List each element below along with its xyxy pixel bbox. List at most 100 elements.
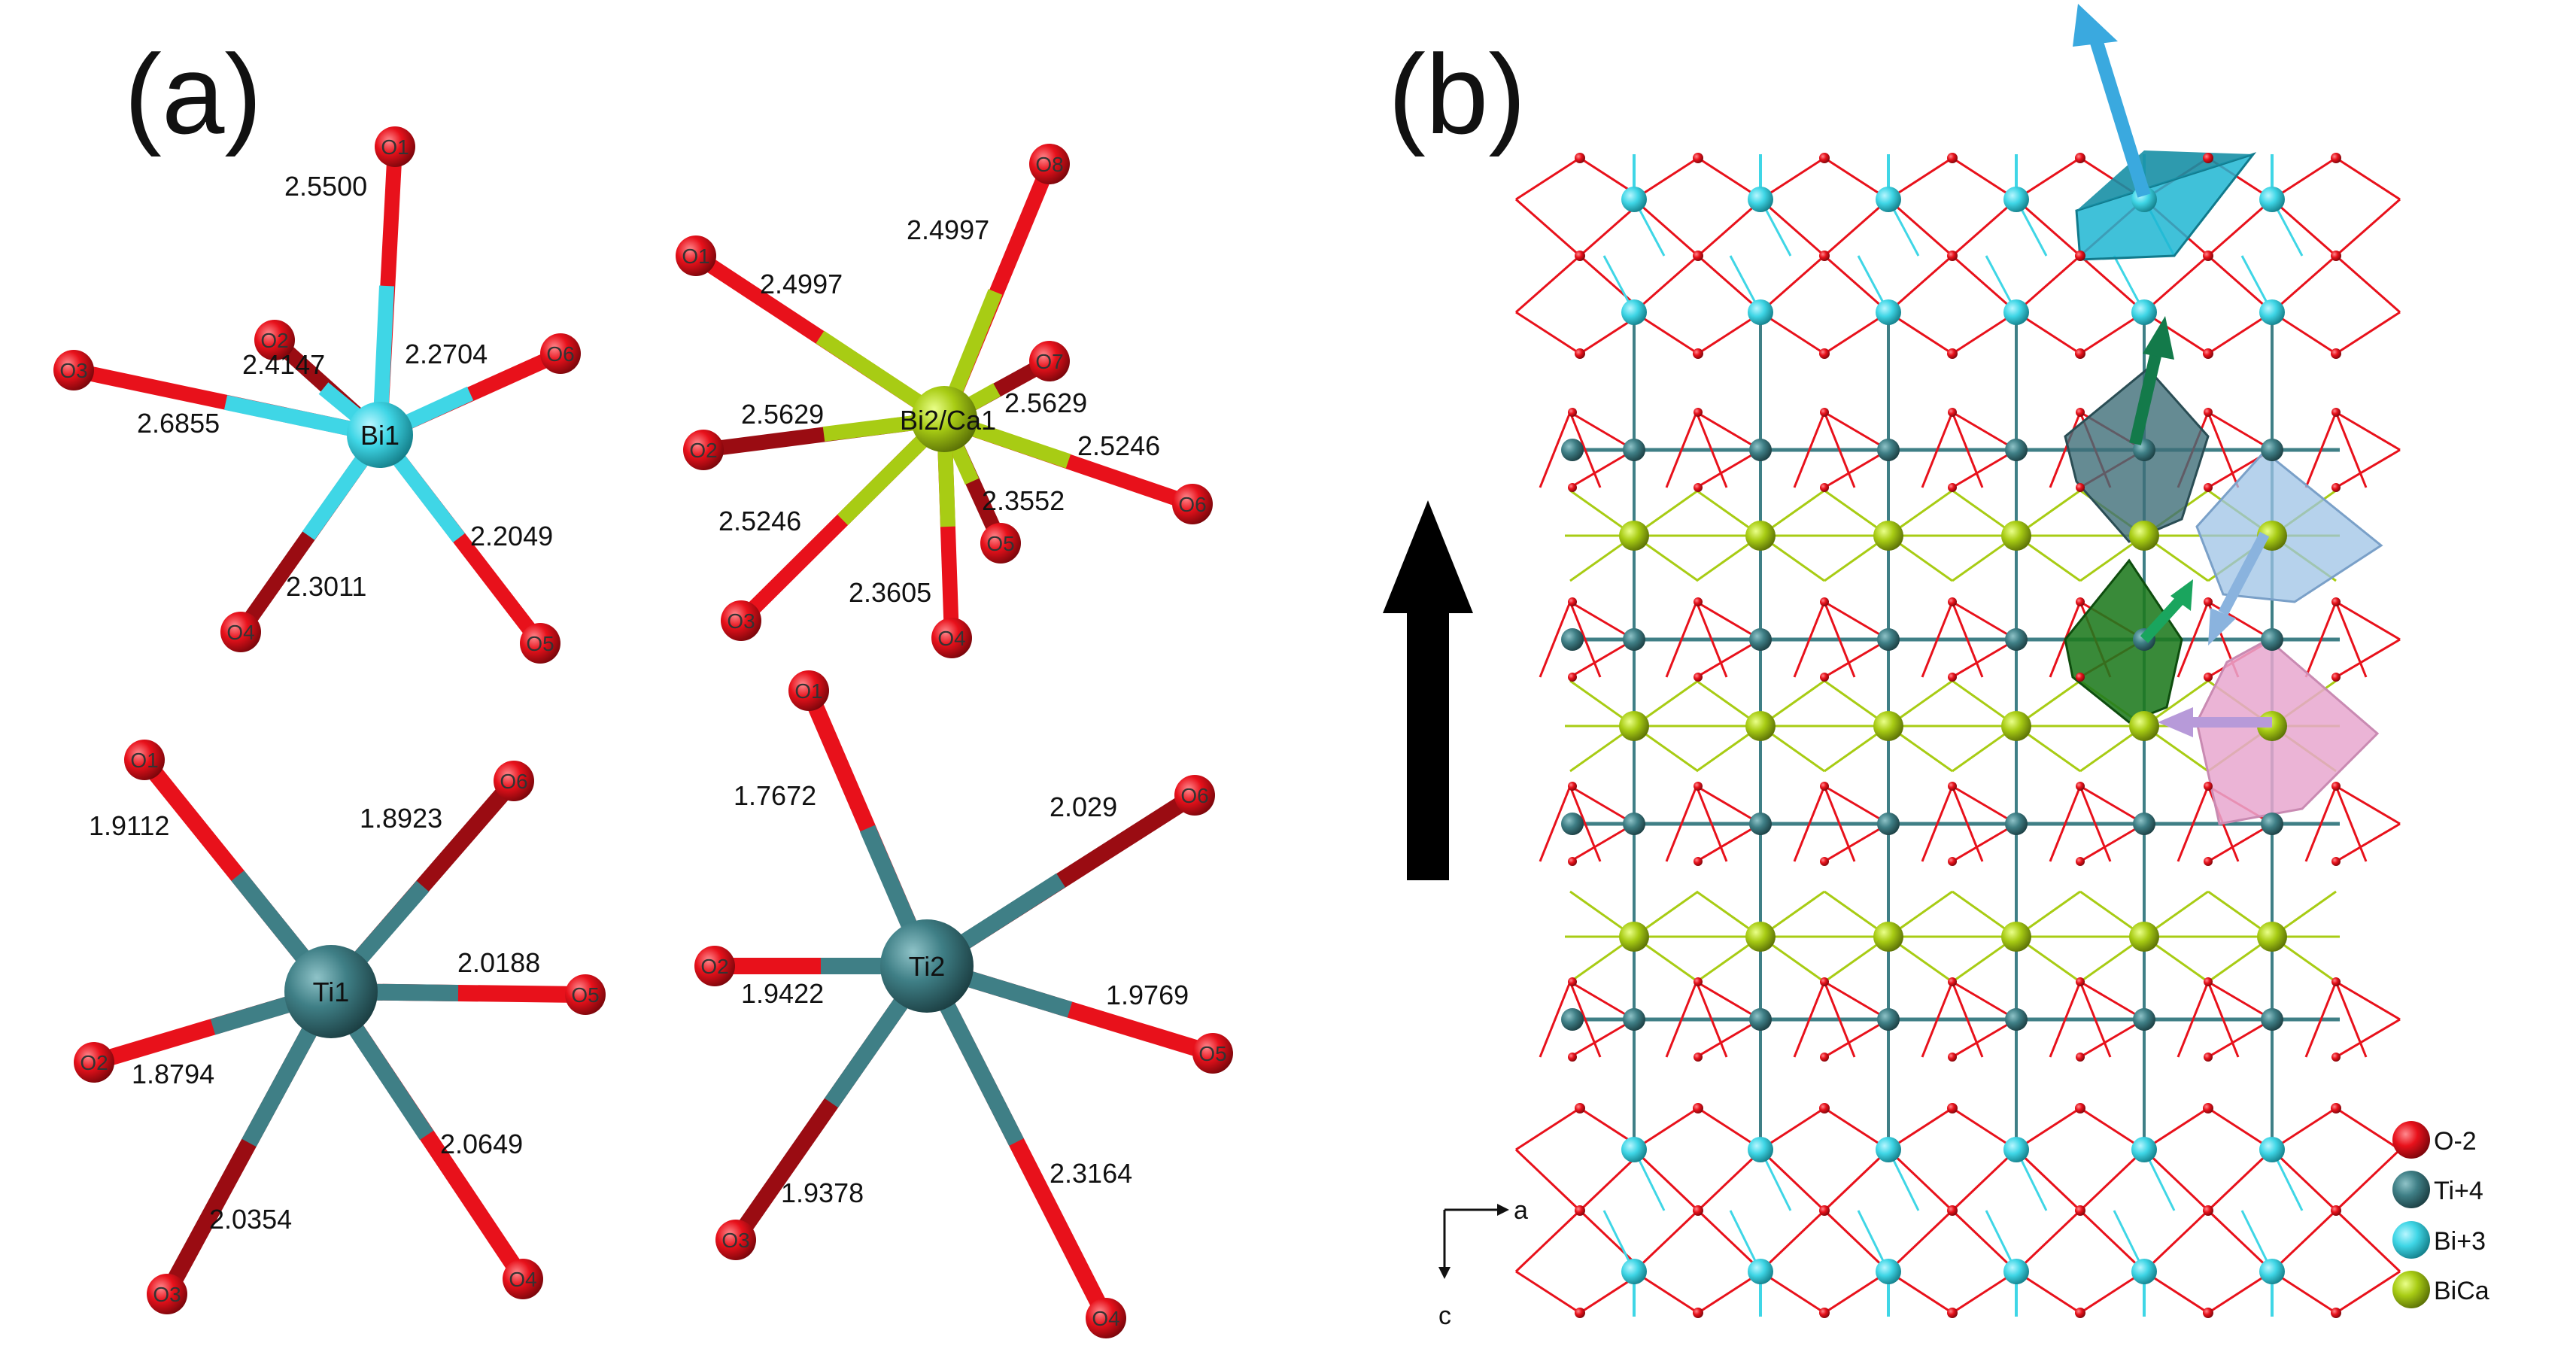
bond-length: 2.3605: [849, 577, 931, 608]
oxygen-atom: [1568, 977, 1577, 986]
lattice-bond: [2049, 785, 2082, 862]
svg-text:O1: O1: [794, 679, 822, 703]
lattice-bond: [1515, 1107, 1581, 1151]
titanium-atom: [2133, 1008, 2155, 1031]
axis-label-a: a: [1514, 1196, 1528, 1225]
titanium-atom: [1623, 1008, 1645, 1031]
titanium-atom: [1749, 439, 1772, 461]
bi1-oxygens: O1 O2 O6 O3 O5 O4: [53, 126, 581, 664]
oxygen-atom: [1948, 673, 1957, 682]
bica-atom: [1745, 521, 1776, 551]
oxygen-atom: [1694, 1053, 1703, 1062]
lattice-bond: [1824, 198, 1889, 257]
bond-length: 2.4997: [760, 269, 843, 299]
oxygen-atom: [1568, 857, 1577, 866]
lattice-bond: [1696, 600, 1761, 641]
bismuth-atom: [1876, 1259, 1901, 1284]
lattice-bond: [2143, 1209, 2210, 1273]
lattice-bond: [2177, 601, 2210, 678]
lattice-bond: [2049, 981, 2082, 1058]
bond-length: 2.5500: [284, 171, 367, 202]
oxygen-atom: [1820, 673, 1829, 682]
lattice-bond: [2271, 1209, 2338, 1273]
oxygen-atom: [2203, 348, 2213, 359]
svg-text:O4: O4: [226, 621, 254, 644]
lattice-bond: [2334, 1148, 2401, 1212]
lattice-bond: [1952, 254, 2017, 314]
lattice-bond: [1793, 785, 1826, 862]
lattice-bond: [2207, 981, 2240, 1058]
oxygen-atom: [1820, 857, 1829, 866]
lattice-bond: [1952, 980, 2017, 1021]
svg-text:O4: O4: [937, 627, 965, 650]
bond-length: 2.2704: [405, 339, 488, 369]
oxygen-atom: [2203, 1103, 2213, 1113]
oxygen-atom: [1948, 408, 1957, 417]
oxygen-atom: [1693, 153, 1703, 163]
polarization-arrow: [1383, 500, 1473, 880]
oxygen-atom: [1820, 1053, 1829, 1062]
lattice-bond: [1951, 412, 1984, 488]
lattice-bond: [2177, 981, 2210, 1058]
lattice-bond: [2335, 311, 2401, 355]
bismuth-atom: [2259, 187, 2285, 212]
lattice-bond: [2335, 785, 2401, 825]
oxygen-atom: [1694, 782, 1703, 791]
lattice-bond: [1823, 1209, 1890, 1273]
bi1-bonds: [71, 146, 564, 649]
titanium-atom: [2005, 628, 2028, 651]
lattice-bond: [1569, 412, 1602, 488]
svg-text:O4: O4: [1092, 1307, 1119, 1330]
oxygen-atom: [1947, 251, 1958, 261]
oxygen-atom: [1575, 1205, 1585, 1216]
lattice-bond: [1569, 981, 1602, 1058]
bismuth-atom: [1748, 1259, 1773, 1284]
bismuth-atom: [1621, 299, 1647, 325]
panel-label-a: (a): [124, 31, 263, 157]
oxygen-atom: [2204, 977, 2213, 986]
titanium-atom: [2005, 813, 2028, 835]
svg-text:O6: O6: [1178, 493, 1206, 516]
lattice-bond: [2079, 980, 2145, 1021]
titanium-atom: [1623, 628, 1645, 651]
bismuth-atom: [2003, 1137, 2029, 1162]
lattice-bond: [1695, 981, 1728, 1058]
lattice-bond: [2207, 412, 2240, 488]
lattice-bond: [2334, 1209, 2401, 1273]
bismuth-atom: [2003, 299, 2029, 325]
lattice-bond: [1665, 601, 1698, 678]
ti1-atom: [284, 945, 378, 1038]
bond-length: 2.0354: [209, 1204, 292, 1235]
bica-polyhedron-pink: [2195, 638, 2380, 825]
lattice-bond: [1887, 1209, 1954, 1273]
lattice-bond: [1696, 785, 1761, 825]
lattice-bond: [2015, 1209, 2082, 1273]
lattice-bond: [2079, 254, 2145, 314]
bond-length: 2.5246: [718, 506, 801, 536]
lattice-bond: [1888, 254, 1953, 314]
lattice-bond: [2335, 1270, 2401, 1314]
svg-text:O5: O5: [571, 983, 599, 1007]
svg-text:O5: O5: [986, 532, 1014, 555]
lattice-bond: [1569, 785, 1602, 862]
lattice-bond: [1952, 448, 2017, 489]
axis-label-c: c: [1438, 1302, 1451, 1330]
svg-text:BiCa: BiCa: [2434, 1277, 2489, 1305]
bond-length: 1.9769: [1106, 980, 1189, 1010]
bismuth-atom: [2131, 1137, 2157, 1162]
lattice-bond: [2335, 198, 2401, 257]
oxygen-atom: [2076, 977, 2085, 986]
titanium-atom: [2133, 813, 2155, 835]
svg-text:O2: O2: [700, 955, 728, 978]
lattice-bond: [1515, 198, 1581, 257]
lattice-bond: [1539, 981, 1572, 1058]
legend-item-bica: BiCa: [2392, 1271, 2489, 1308]
bond-length: 2.2049: [470, 521, 553, 551]
oxygen-atom: [1694, 483, 1703, 492]
lattice-bond: [1569, 785, 1635, 825]
lattice-bond: [1633, 198, 1699, 257]
bond-length: 2.0188: [457, 947, 540, 978]
bi2-oxygens: O8 O1 O7 O2 O6 O5 O3 O4: [676, 144, 1213, 658]
lattice-bond: [1823, 1148, 1890, 1212]
bismuth-atom: [1876, 1137, 1901, 1162]
